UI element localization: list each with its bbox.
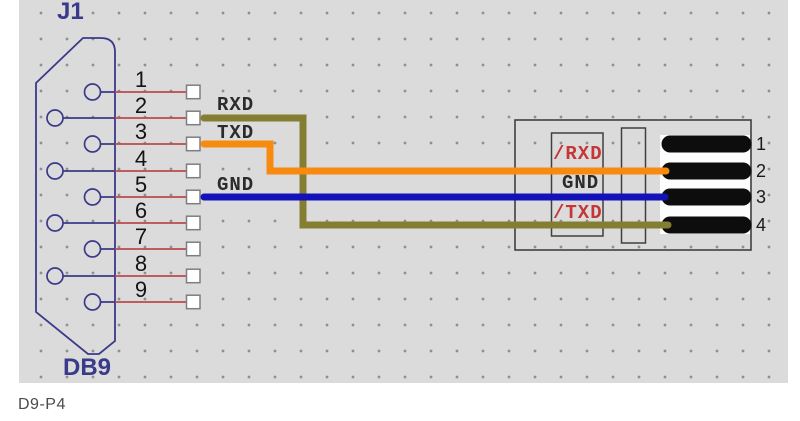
pin-number: 8	[135, 251, 147, 276]
pin-number: 7	[135, 224, 147, 249]
pin-number: 9	[135, 277, 147, 302]
p4-txd-label: /TXD	[553, 202, 603, 224]
pin-number: 5	[135, 172, 147, 197]
left-signal-labels: RXD TXD GND	[217, 94, 254, 196]
pin-number: 1	[756, 134, 766, 154]
p4-pins	[661, 135, 752, 234]
p4-gnd-label: GND	[562, 172, 599, 194]
pin-number: 3	[756, 187, 766, 207]
schematic-canvas: J1 DB9 1 2 3 4 5 6 7 8 9 RXD TXD GND /RX…	[19, 0, 788, 383]
signal-wires	[200, 114, 672, 229]
pin-number: 2	[135, 93, 147, 118]
pin-number: 2	[756, 161, 766, 181]
db9-pin-circles	[46, 83, 102, 311]
db9-body-outline	[35, 37, 116, 355]
p4-pin-numbers: 1 2 3 4	[756, 134, 766, 235]
db9-package-label: DB9	[63, 354, 111, 381]
p4-outer-box	[514, 119, 752, 251]
schematic-drawing: J1 DB9 1 2 3 4 5 6 7 8 9 RXD TXD GND /RX…	[35, 0, 766, 381]
pin-number: 1	[135, 67, 147, 92]
p4-rxd-label: /RXD	[553, 143, 603, 165]
pin-number: 4	[135, 146, 147, 171]
db9-designator: J1	[57, 0, 84, 25]
db9-pin-stubs	[55, 91, 187, 303]
rxd-wire-label: RXD	[217, 94, 254, 116]
txd-wire-label: TXD	[217, 122, 254, 144]
p4-label-box	[550, 132, 604, 237]
pin-number: 6	[135, 198, 147, 223]
pin-number: 3	[135, 119, 147, 144]
p4-connector	[514, 119, 752, 251]
pin-number: 4	[756, 215, 766, 235]
db9-pin-numbers: 1 2 3 4 5 6 7 8 9	[135, 67, 147, 302]
gnd-wire-label: GND	[217, 174, 254, 196]
wire-txd	[200, 140, 670, 175]
db9-connector	[35, 37, 201, 355]
p4-key-box	[620, 127, 647, 244]
p4-signal-labels: /RXD GND /TXD	[553, 143, 603, 224]
db9-connection-pads	[185, 84, 201, 310]
figure-caption: D9-P4	[18, 396, 66, 413]
